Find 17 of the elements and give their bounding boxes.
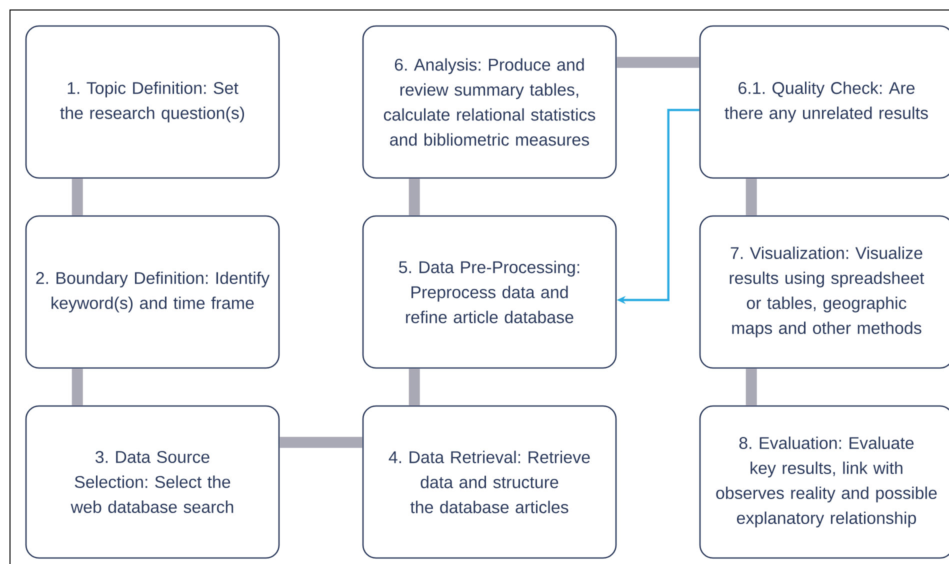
connector <box>408 368 420 406</box>
connector <box>408 178 420 216</box>
process-box: 3. Data Source Selection: Select the web database search <box>25 405 280 559</box>
process-box: 6.1. Quality Check: Are there any unrelated results <box>699 25 949 179</box>
connector <box>746 368 757 406</box>
process-box: 7. Visualization: Visualize results using spreadsheet or tables, geographic maps and other methods <box>699 215 949 369</box>
process-box: 6. Analysis: Produce and review summary tables, calculate relational statistics and bibliometric measures <box>362 25 617 179</box>
connector <box>746 178 757 216</box>
process-box: 5. Data Pre-Processing: Preprocess data and refine article database <box>362 215 617 369</box>
connector <box>72 178 83 216</box>
process-box: 2. Boundary Definition: Identify keyword(s) and time frame <box>25 215 280 369</box>
process-box: 8. Evaluation: Evaluate key results, link with observes reality and possible explanatory relationship <box>699 405 949 559</box>
process-box: 4. Data Retrieval: Retrieve data and structure the database articles <box>362 405 617 559</box>
process-box: 1. Topic Definition: Set the research question(s) <box>25 25 280 179</box>
connector <box>72 368 83 406</box>
connector <box>280 436 362 448</box>
connector <box>616 56 700 68</box>
